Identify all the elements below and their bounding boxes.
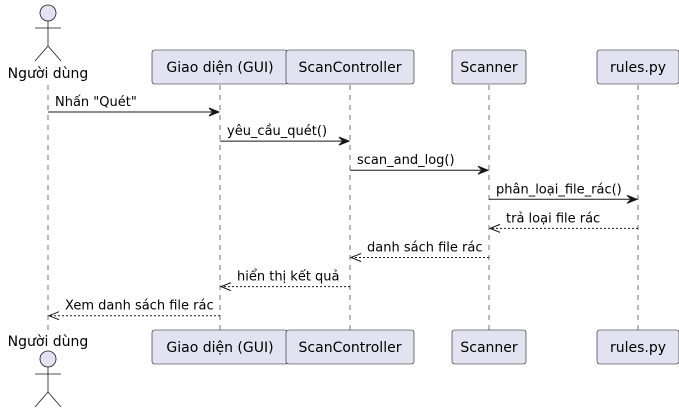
actor-user-top: Người dùng [8, 4, 89, 82]
participant-box [451, 329, 527, 365]
participant-label: rules.py [610, 340, 666, 356]
message-label: phân_loại_file_rác() [496, 182, 622, 197]
participant-box [596, 49, 679, 85]
participant-ctrl-top: ScanController [285, 49, 415, 85]
actor-label: Người dùng [8, 334, 89, 350]
participant-label: rules.py [610, 60, 666, 76]
arrowhead-filled-icon [477, 165, 490, 175]
arrowhead-filled-icon [208, 107, 221, 117]
message-label: Nhấn "Quét" [55, 95, 137, 110]
arrowhead-open-icon [47, 311, 60, 321]
arrowhead-open-icon [219, 282, 232, 292]
message-8: Xem danh sách file rác [47, 299, 220, 321]
arrowhead-open-icon [349, 253, 362, 262]
arrowhead-open-icon [488, 223, 501, 233]
actor-user-bottom: Người dùng [8, 334, 89, 408]
participant-gui-bottom: Giao diện (GUI) [151, 329, 289, 365]
actor-head-icon [39, 350, 57, 368]
participant-gui-top: Giao diện (GUI) [151, 49, 289, 85]
participant-label: Giao diện (GUI) [166, 60, 273, 76]
message-4: phân_loại_file_rác() [489, 182, 639, 204]
participant-label: ScanController [299, 60, 402, 76]
participant-label: ScanController [299, 340, 402, 356]
actor-legs-icon [34, 45, 62, 62]
message-1: Nhấn "Quét" [48, 95, 221, 117]
arrowhead-filled-icon [338, 136, 351, 146]
participant-rules-bottom: rules.py [596, 329, 679, 365]
message-3: scan_and_log() [350, 153, 490, 175]
actor-head-icon [39, 4, 57, 22]
participant-box [596, 329, 679, 365]
message-2: yêu_cầu_quét() [220, 124, 351, 146]
actor-legs-icon [34, 391, 62, 408]
participant-box [285, 49, 415, 85]
participant-box [285, 329, 415, 365]
participant-ctrl-bottom: ScanController [285, 329, 415, 365]
participant-scanner-top: Scanner [451, 49, 527, 85]
message-5: trả loại file rác [488, 211, 638, 233]
message-label: scan_and_log() [357, 153, 455, 168]
message-6: danh sách file rác [349, 241, 489, 262]
arrowhead-filled-icon [626, 194, 639, 204]
participant-label: Scanner [460, 340, 518, 356]
actor-label: Người dùng [8, 66, 89, 82]
participant-box [451, 49, 527, 85]
message-label: danh sách file rác [367, 241, 482, 256]
participant-label: Giao diện (GUI) [166, 340, 273, 356]
participant-rules-top: rules.py [596, 49, 679, 85]
message-7: hiển thị kết quả [219, 270, 350, 292]
participant-scanner-bottom: Scanner [451, 329, 527, 365]
participant-label: Scanner [460, 60, 518, 76]
message-label: hiển thị kết quả [237, 270, 340, 285]
message-label: yêu_cầu_quét() [227, 124, 327, 139]
message-label: Xem danh sách file rác [65, 299, 214, 314]
message-label: trả loại file rác [506, 211, 600, 226]
